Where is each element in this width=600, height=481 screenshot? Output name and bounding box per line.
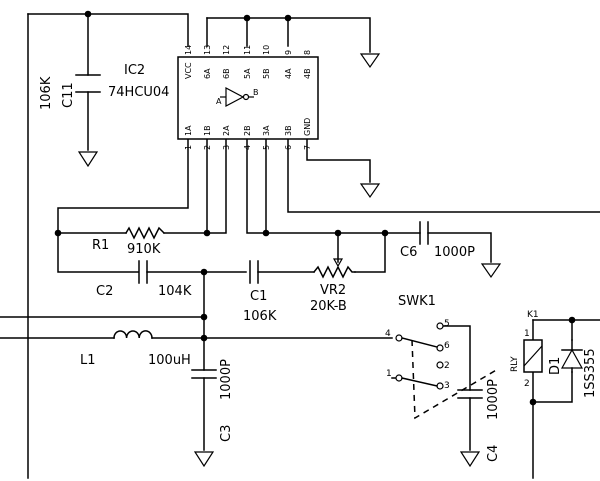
gate-input-label: A — [216, 97, 222, 106]
switch-swk1: SWK1 4 5 6 2 1 3 — [385, 294, 499, 420]
ic2-pin-name: 3A — [262, 125, 271, 136]
k1-pin-2: 2 — [524, 379, 530, 389]
diode-d1: D1 1SS355 — [548, 339, 598, 398]
c4-ref: C4 — [486, 445, 501, 462]
capacitor-c6: C6 1000P — [400, 221, 475, 260]
ground-icon — [359, 183, 381, 199]
swk1-pin-5: 5 — [444, 319, 450, 329]
r1-value: 910K — [127, 242, 161, 257]
ic2-pin-name: 6A — [203, 68, 212, 79]
d1-ref: D1 — [548, 357, 563, 375]
ic2-pin-name: 5B — [262, 68, 271, 79]
diode-icon — [560, 348, 584, 369]
capacitor-c2: C2 104K — [96, 260, 192, 299]
capacitor-c3: 1000P C3 — [191, 359, 234, 442]
ic2-pin-number: 9 — [284, 50, 293, 55]
resistor-r1: R1 910K — [92, 226, 166, 257]
wires — [0, 13, 600, 479]
wiper-arrow-icon — [332, 258, 344, 268]
ground-icon — [77, 151, 99, 168]
ic2-pin-number: 3 — [222, 145, 231, 150]
swk1-ref: SWK1 — [398, 294, 436, 309]
ic2-pin-name: 2A — [222, 125, 231, 136]
k1-type: RLY — [510, 356, 520, 372]
ic2-part: 74HCU04 — [108, 85, 169, 100]
junction-dots — [54, 10, 576, 406]
ic2-pin-name: 6B — [222, 68, 231, 79]
swk1-pin-2: 2 — [444, 361, 450, 371]
r1-ref: R1 — [92, 238, 109, 253]
k1-pin-1: 1 — [524, 329, 530, 339]
capacitor-c4: 1000P C4 — [457, 379, 501, 462]
ic2-pin-number: 7 — [303, 145, 312, 150]
ic2-pin-name: GND — [303, 118, 312, 136]
swk1-pin-1: 1 — [386, 369, 392, 379]
c2-value: 104K — [158, 284, 192, 299]
c3-ref: C3 — [219, 425, 234, 442]
ic2-pin-number: 12 — [222, 45, 231, 55]
ic2-pin-name: 1B — [203, 125, 212, 136]
ground-icon — [359, 53, 381, 69]
ic2-pin-name: 1A — [184, 125, 193, 136]
ic2-pin-number: 5 — [262, 145, 271, 150]
ground-icon — [193, 451, 215, 468]
ic2-pin-name: VCC — [184, 62, 193, 79]
ic2-pin-number: 11 — [243, 45, 252, 55]
ic2-pin-name: 4B — [303, 68, 312, 79]
c3-value: 1000P — [219, 359, 234, 400]
capacitor-c11: C11 106K — [39, 74, 101, 110]
ic2-pin-number: 6 — [284, 145, 293, 150]
k1-ref: K1 — [527, 310, 539, 320]
ic2-pin-name: 2B — [243, 125, 252, 136]
potentiometer-vr2: VR2 20K-B — [310, 258, 356, 314]
ic2-pin-number: 14 — [184, 45, 193, 55]
capacitor-c1: C1 106K — [243, 260, 277, 324]
ground-icon — [480, 263, 502, 279]
c11-ref: C11 — [61, 82, 76, 108]
l1-value: 100uH — [148, 353, 191, 368]
inductor-l1: L1 100uH — [80, 330, 191, 368]
vr2-value: 20K-B — [310, 299, 347, 314]
l1-ref: L1 — [80, 353, 96, 368]
c6-value: 1000P — [434, 245, 475, 260]
ic2-pin-number: 13 — [203, 45, 212, 55]
swk1-pin-3: 3 — [444, 381, 450, 391]
ground-symbols — [77, 53, 502, 468]
c1-value: 106K — [243, 309, 277, 324]
ic2-bottom-pins: 1A 1 1B 2 2A 3 2B 4 3A 5 3B 6 GND 7 — [184, 118, 312, 150]
ic2-pin-number: 8 — [303, 50, 312, 55]
c2-ref: C2 — [96, 284, 113, 299]
d1-value: 1SS355 — [583, 348, 598, 398]
ic2-pin-name: 3B — [284, 125, 293, 136]
c11-value: 106K — [39, 76, 54, 110]
ic2-pin-name: 5A — [243, 68, 252, 79]
relay-k1: K1 RLY 1 2 — [510, 310, 543, 389]
ic2-pin-number: 10 — [262, 45, 271, 55]
ic2-pin-number: 2 — [203, 145, 212, 150]
ic2-pin-name: 4A — [284, 68, 293, 79]
ground-icon — [459, 451, 481, 468]
c4-value: 1000P — [486, 379, 501, 420]
c6-ref: C6 — [400, 245, 417, 260]
ic2-ref: IC2 — [124, 63, 145, 78]
gate-output-label: B — [253, 88, 259, 97]
ic2-pin-number: 4 — [243, 145, 252, 150]
c1-ref: C1 — [250, 289, 267, 304]
swk1-pin-4: 4 — [385, 329, 391, 339]
swk1-pin-6: 6 — [444, 341, 450, 351]
vr2-ref: VR2 — [320, 283, 346, 298]
ic2-pin-number: 1 — [184, 145, 193, 150]
